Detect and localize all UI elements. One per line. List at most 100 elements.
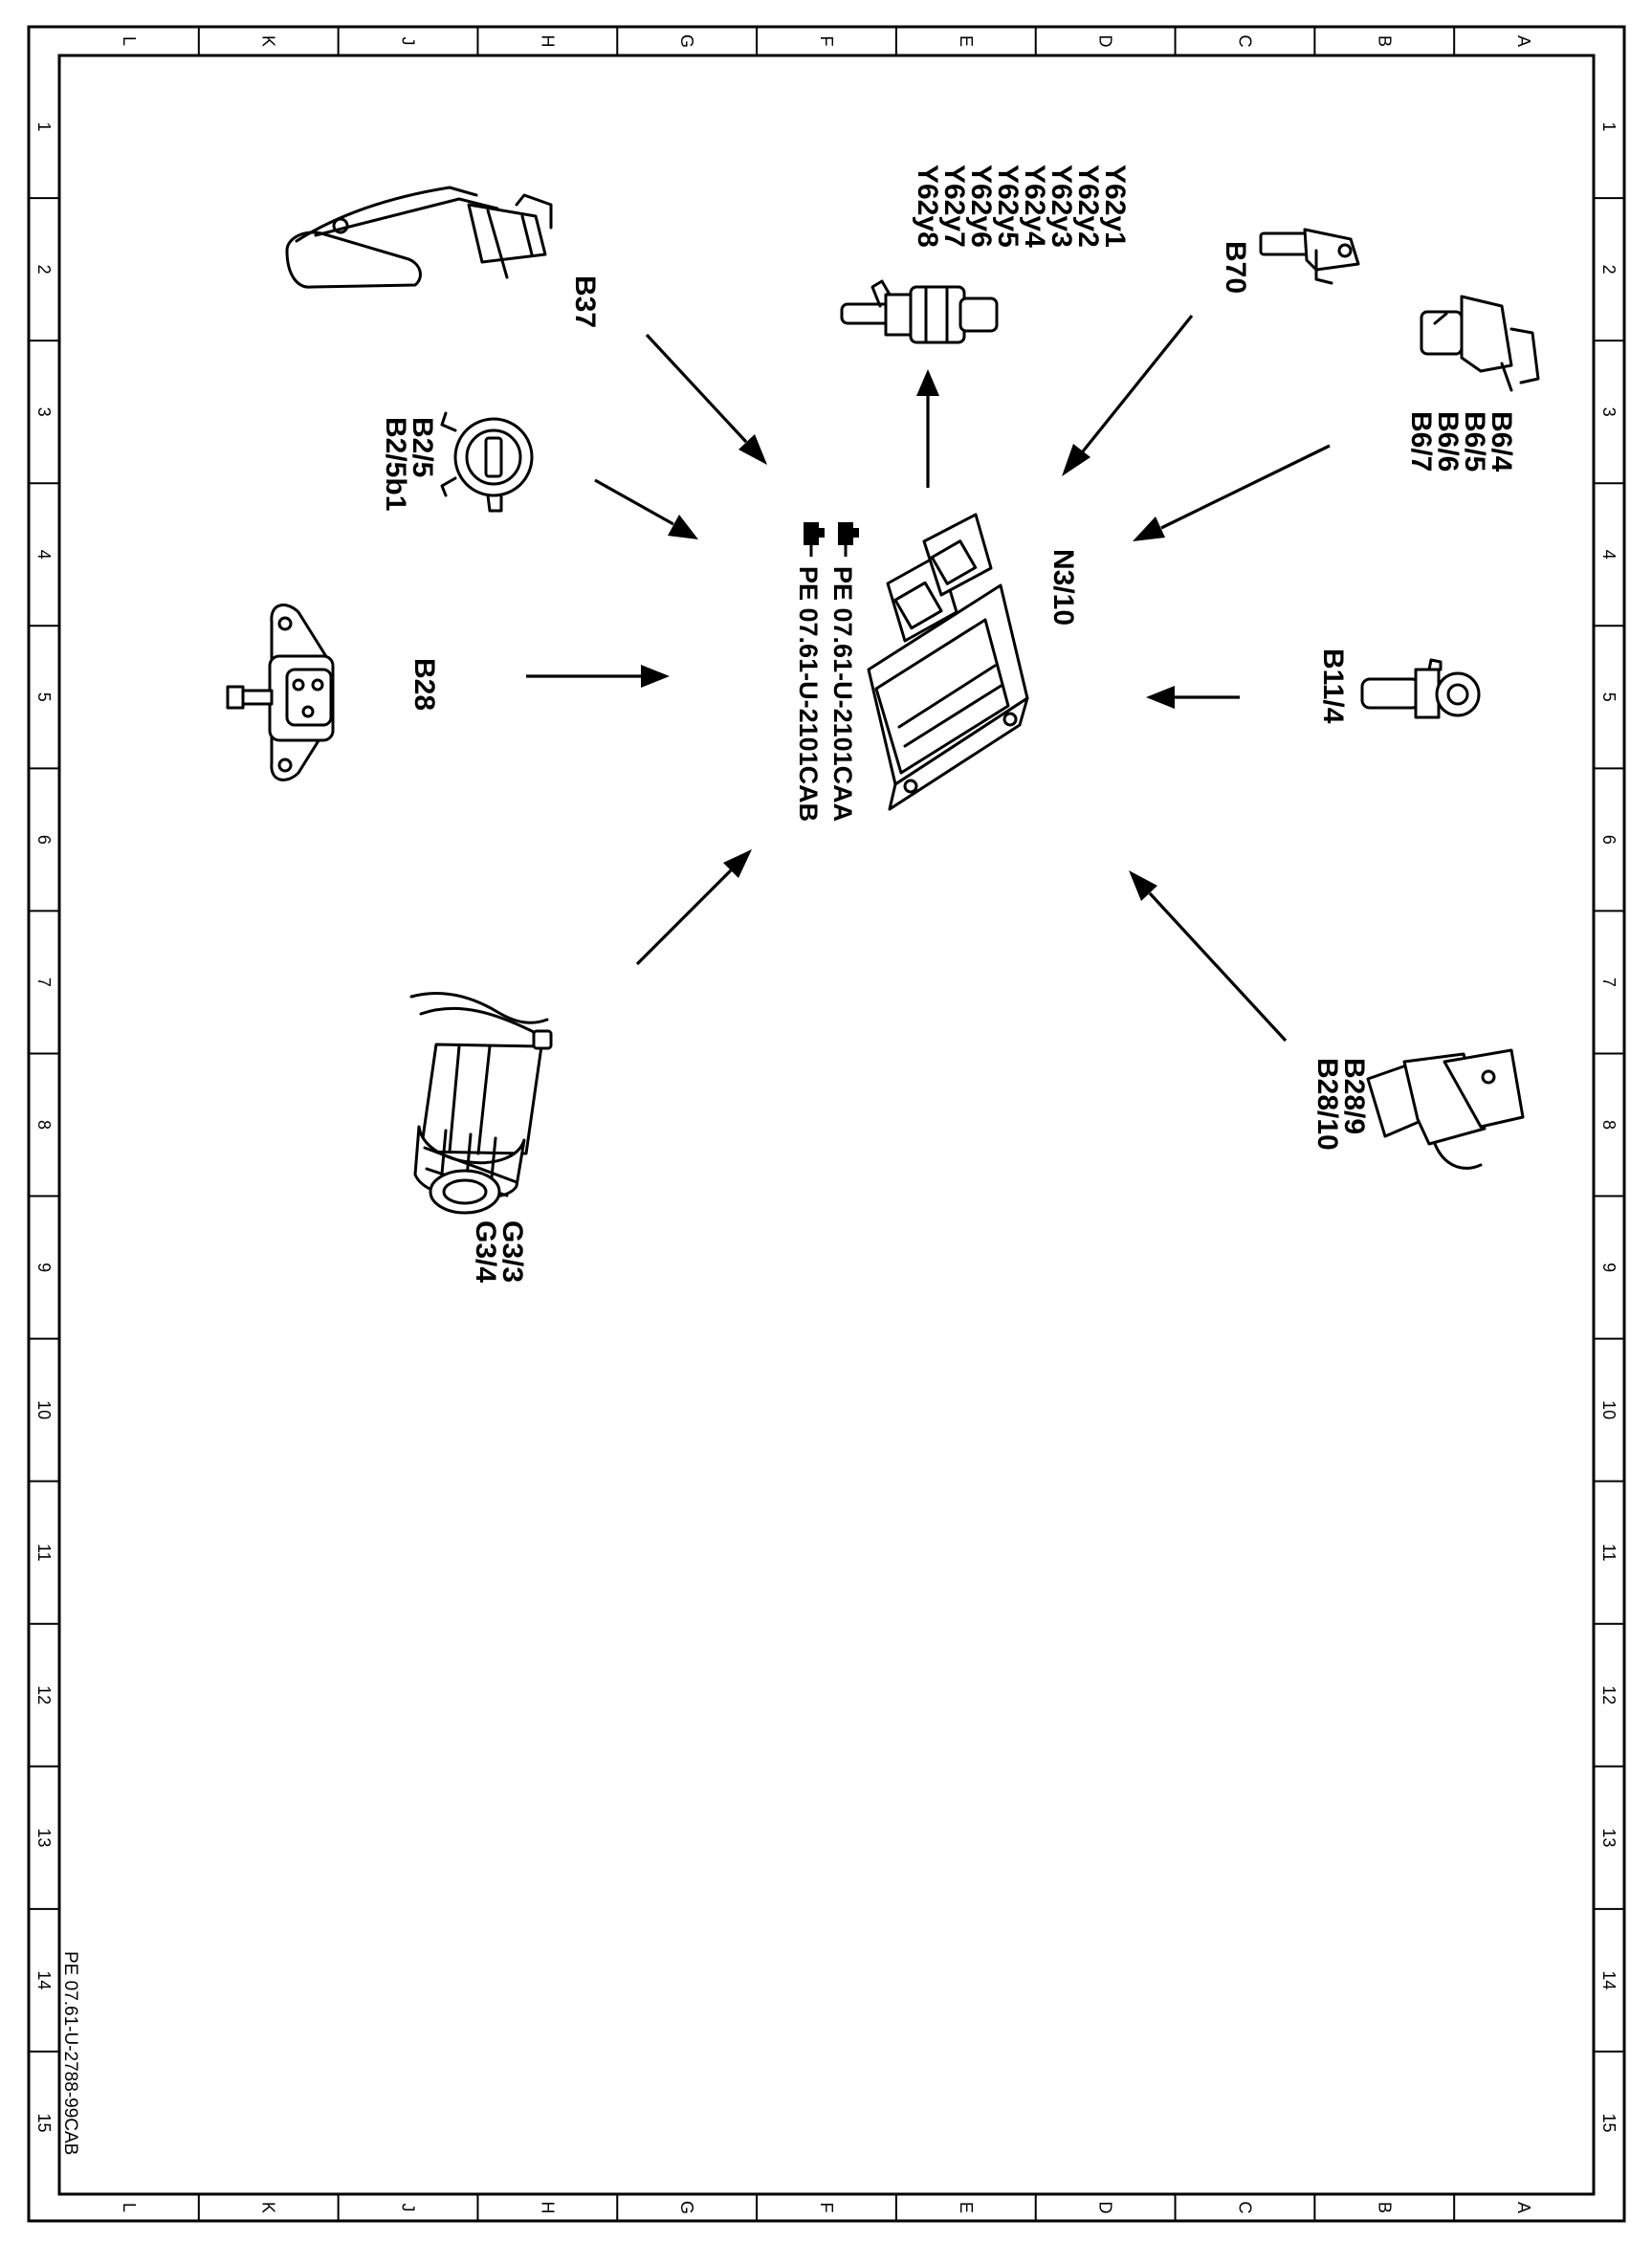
grid-row-label: 13 <box>1599 1828 1619 1847</box>
grid-row-label: 10 <box>34 1400 54 1419</box>
grid-ticks <box>29 27 1624 2221</box>
grid-row-label: 1 <box>34 122 54 132</box>
grid-column-label: A <box>1514 35 1533 47</box>
component-label-b11: B11/4 <box>1317 648 1349 724</box>
component-label-b6: B6/4 <box>1486 411 1517 472</box>
grid-row-label: 7 <box>1599 978 1619 987</box>
grid-column-label: F <box>817 2203 836 2213</box>
component-label-b70: B70 <box>1220 241 1251 294</box>
grid-row-label: 9 <box>34 1263 54 1272</box>
outer-frame <box>27 25 1626 2223</box>
arrow-b28-9 <box>1129 870 1288 1043</box>
grid-column-label: B <box>1375 35 1394 47</box>
hand-pointer-icon <box>838 522 859 557</box>
grid-row-label: 5 <box>1599 692 1619 702</box>
component-label-y62: Y62y3 <box>1046 165 1077 248</box>
grid-column-label: C <box>1235 2202 1254 2214</box>
component-label-b28-9: B28/10 <box>1311 1058 1343 1151</box>
grid-column-label: B <box>1375 2202 1394 2213</box>
accelerator-pedal-sensor-b37-drawing <box>285 186 553 289</box>
grid-column-label: K <box>259 35 278 47</box>
arrow-b11 <box>1146 686 1240 709</box>
grid-row-label: 6 <box>1599 835 1619 845</box>
grid-row-label: 3 <box>1599 407 1619 417</box>
grid-row-label: 8 <box>34 1120 54 1130</box>
grid-row-label: 14 <box>1599 1970 1619 1989</box>
grid-row-label: 4 <box>34 550 54 560</box>
grid-column-label: L <box>120 2203 139 2212</box>
control-unit-label: N3/10 <box>1047 549 1079 626</box>
signal-arrows <box>526 314 1331 1043</box>
grid-row-label: 11 <box>1599 1544 1619 1562</box>
grid-column-label: C <box>1235 35 1254 48</box>
grid-row-label: 9 <box>1599 1263 1619 1272</box>
grid-row-label: 13 <box>34 1828 54 1847</box>
grid-row-label: 12 <box>34 1685 54 1704</box>
component-label-b6: B6/7 <box>1405 411 1437 472</box>
air-mass-sensor-b2-5-drawing <box>440 411 534 513</box>
camshaft-sensor-b6-drawing <box>1420 295 1540 392</box>
grid-column-label: H <box>538 2202 557 2214</box>
grid-column-label: D <box>1096 35 1115 48</box>
hand-pointer-icon <box>804 522 825 557</box>
grid-column-label: G <box>677 34 696 48</box>
arrow-b37 <box>645 333 767 465</box>
grid-row-label: 4 <box>1599 550 1619 560</box>
component-label-g3: G3/3 <box>496 1220 528 1283</box>
crankshaft-sensor-b70-drawing <box>1259 228 1360 285</box>
component-label-b2: B2/5 <box>407 417 438 477</box>
arrow-b2 <box>594 478 698 539</box>
grid-column-label: E <box>957 35 976 47</box>
grid-column-label: F <box>817 36 836 47</box>
grid-row-label: 15 <box>1599 2113 1619 2132</box>
grid-column-label: L <box>120 36 139 46</box>
inner-frame <box>57 54 1596 2196</box>
grid-column-label: K <box>259 2202 278 2213</box>
arrow-b6 <box>1133 444 1331 541</box>
component-label-b37: B37 <box>569 275 601 328</box>
component-label-y62: Y62y1 <box>1099 165 1131 248</box>
grid-row-label: 15 <box>34 2113 54 2132</box>
component-label-y62: Y62y5 <box>992 165 1024 248</box>
grid-row-label: 2 <box>1599 265 1619 275</box>
grid-row-label: 10 <box>1599 1400 1619 1419</box>
pressure-sensor-b28-9-drawing <box>1366 1048 1525 1170</box>
reference-block: PE 07.61-U-2101CAA PE 07.61-U-2101CAB <box>794 522 859 822</box>
component-label-b28: B28 <box>408 658 440 711</box>
component-label-y62: Y62y4 <box>1019 165 1050 248</box>
component-label-y62: Y62y8 <box>912 165 943 248</box>
grid-column-label: E <box>957 2202 976 2213</box>
component-label-g3: G3/4 <box>470 1220 501 1283</box>
reference-line-2: PE 07.61-U-2101CAB <box>794 566 823 822</box>
grid-row-label: 3 <box>34 407 54 417</box>
grid-row-label: 11 <box>34 1544 54 1562</box>
arrow-g3 <box>635 849 752 966</box>
component-label-b2: B2/5b1 <box>380 417 411 511</box>
arrow-y62 <box>916 369 939 488</box>
reference-line-1: PE 07.61-U-2101CAA <box>828 566 857 822</box>
oxygen-sensor-g3-drawing <box>409 992 553 1215</box>
fuel-injector-y62-drawing <box>840 279 999 344</box>
grid-row-label: 14 <box>34 1970 54 1989</box>
component-labels: N3/10B37Y62y1Y62y2Y62y3Y62y4Y62y5Y62y6Y6… <box>380 165 1517 1283</box>
grid-row-label: 8 <box>1599 1120 1619 1130</box>
grid-column-label: H <box>538 35 557 48</box>
grid-column-label: J <box>399 37 418 46</box>
arrow-b28 <box>526 665 670 688</box>
grid-column-label: D <box>1096 2202 1115 2214</box>
document-id: PE 07.61-U-2788-99CAB <box>60 1951 80 2155</box>
grid-row-label: 1 <box>1599 122 1619 132</box>
control-unit-n3-10-drawing <box>867 513 1029 811</box>
grid-row-label: 12 <box>1599 1685 1619 1704</box>
component-label-b6: B6/5 <box>1459 411 1490 472</box>
grid-column-label: G <box>677 2201 696 2214</box>
arrow-b70 <box>1062 314 1194 476</box>
coolant-temperature-sensor-b11-4-drawing <box>1360 658 1481 719</box>
grid-column-label: A <box>1514 2202 1533 2213</box>
grid-row-label: 2 <box>34 265 54 275</box>
pressure-sensor-b28-drawing <box>226 604 335 781</box>
grid-row-label: 6 <box>34 835 54 845</box>
grid-row-label: 5 <box>34 692 54 702</box>
